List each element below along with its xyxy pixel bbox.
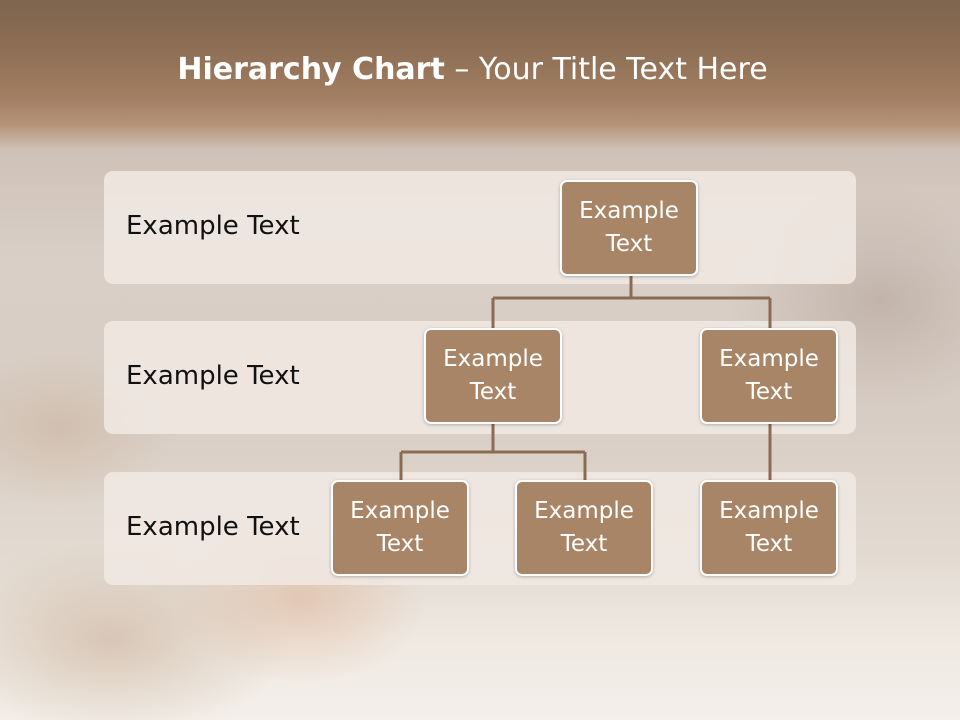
org-node-root[interactable]: Example Text [560, 180, 698, 276]
org-node-level3-c[interactable]: Example Text [700, 480, 838, 576]
title-bold: Hierarchy Chart [177, 52, 445, 87]
slide-title: Hierarchy Chart – Your Title Text Here [0, 52, 945, 87]
title-rest: – Your Title Text Here [444, 52, 768, 87]
org-node-level2-right[interactable]: Example Text [700, 328, 838, 424]
org-node-level3-b[interactable]: Example Text [515, 480, 653, 576]
org-node-level2-right-label: Example Text [719, 346, 819, 405]
band-label-1: Example Text [126, 211, 300, 241]
org-node-level2-left[interactable]: Example Text [424, 328, 562, 424]
org-node-root-label: Example Text [579, 198, 679, 257]
band-label-2: Example Text [126, 361, 300, 391]
level-band-1 [104, 171, 856, 284]
org-node-level3-b-label: Example Text [534, 498, 634, 557]
org-node-level2-left-label: Example Text [443, 346, 543, 405]
org-node-level3-a[interactable]: Example Text [331, 480, 469, 576]
band-label-3: Example Text [126, 512, 300, 542]
org-node-level3-a-label: Example Text [350, 498, 450, 557]
org-node-level3-c-label: Example Text [719, 498, 819, 557]
